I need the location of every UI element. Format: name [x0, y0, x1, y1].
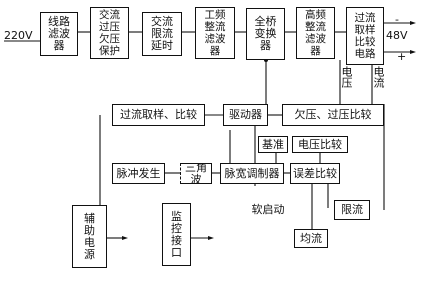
aux-power-box: 辅助电源 [72, 205, 107, 268]
error-compare-box: 误差比较 [290, 163, 340, 184]
reference-box: 基准 [258, 136, 288, 153]
aux-power-label: 辅助电源 [84, 211, 95, 261]
overcurrent-sense-box: 过流取样比较电路 [346, 7, 384, 65]
pulse-gen-label: 脉冲发生 [116, 166, 161, 180]
hf-rectifier-box: 高频整流滤波器 [296, 7, 335, 59]
monitor-interface-label: 监控接口 [171, 209, 182, 259]
current-share-label: 均流 [300, 231, 322, 245]
current-side-label: 电流 [372, 66, 385, 88]
driver-box: 驱动器 [223, 104, 268, 126]
overcurrent-compare-box: 过流取样、比较 [112, 104, 205, 126]
full-bridge-box: 全桥变换器 [246, 8, 285, 60]
voltage-compare-box: 电压比较 [292, 136, 348, 153]
lf-rectifier-box: 工频整流滤波器 [195, 7, 235, 59]
line-filter-label: 线路滤波器 [48, 15, 70, 52]
full-bridge-label: 全桥变换器 [254, 15, 277, 52]
input-voltage-label: 220V [4, 29, 33, 42]
current-share-box: 均流 [294, 229, 328, 248]
hf-rectifier-label: 高频整流滤波器 [305, 9, 326, 57]
soft-start-box: 软启动 [246, 199, 290, 220]
triangle-wave-box: 三角波 [180, 163, 212, 184]
pwm-label: 脉宽调制器 [224, 166, 280, 180]
overcurrent-sense-label: 过流取样比较电路 [354, 12, 376, 60]
line-filter-box: 线路滤波器 [40, 12, 78, 56]
pulse-gen-box: 脉冲发生 [112, 163, 165, 184]
output-plus-label: + [397, 50, 407, 63]
output-minus-label: - [395, 13, 399, 26]
monitor-interface-box: 监控接口 [162, 203, 191, 266]
lf-rectifier-label: 工频整流滤波器 [204, 9, 226, 57]
uv-ov-compare-box: 欠压、过压比较 [282, 104, 384, 126]
soft-start-label: 软启动 [251, 202, 285, 216]
error-compare-label: 误差比较 [293, 166, 337, 180]
ac-delay-label: 交流限流延时 [151, 15, 173, 52]
driver-label: 驱动器 [229, 108, 262, 121]
triangle-wave-label: 三角波 [185, 163, 207, 184]
output-voltage-label: 48V [386, 29, 408, 42]
ac-protect-box: 交流过压欠压保护 [90, 7, 129, 59]
current-limit-box: 限流 [334, 200, 370, 220]
ac-protect-label: 交流过压欠压保护 [99, 9, 120, 57]
reference-label: 基准 [262, 137, 284, 151]
uv-ov-compare-label: 欠压、过压比较 [294, 108, 372, 121]
current-limit-label: 限流 [341, 203, 363, 216]
ac-delay-box: 交流限流延时 [142, 12, 182, 56]
voltage-side-label: 电压 [340, 66, 353, 88]
voltage-compare-label: 电压比较 [298, 137, 342, 151]
pwm-box: 脉宽调制器 [220, 163, 284, 184]
overcurrent-compare-label: 过流取样、比较 [120, 108, 197, 121]
